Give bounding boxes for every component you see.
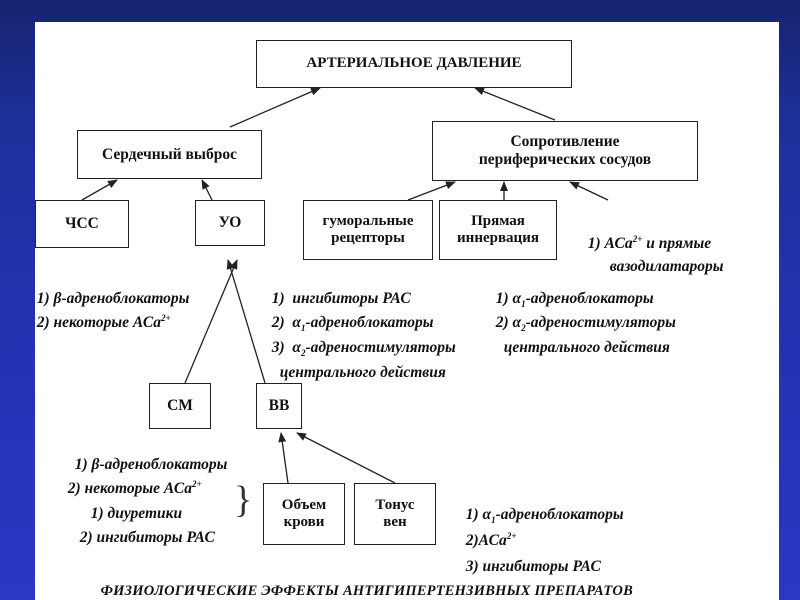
diagram-caption: ФИЗИОЛОГИЧЕСКИЕ ЭФФЕКТЫ АНТИГИПЕРТЕНЗИВН… (100, 583, 633, 599)
bracket-icon: } (234, 479, 253, 521)
venous-return-label: ВВ (268, 397, 290, 415)
stroke-volume-label: УО (218, 214, 242, 232)
humoral-note-3: центрального действия (503, 338, 670, 356)
venous-tone-note-2: 2)АСа2+ (465, 530, 517, 549)
venous-tone-note-1: 1) α1-адреноблокаторы (465, 505, 624, 525)
humoral-receptors-box: гуморальные рецепторы (303, 200, 433, 260)
humoral-receptors-label: гуморальные рецепторы (322, 212, 414, 246)
venous-tone-label: Тонус вен (375, 496, 415, 530)
vasodilator-note-2: вазодилатароры (609, 257, 724, 275)
sv-note-3: 3) α2-адреностимуляторы (271, 338, 456, 358)
cardiac-output-box: Сердечный выброс (77, 130, 262, 179)
venous-return-box: ВВ (256, 383, 302, 429)
blood-volume-box: Объем крови (263, 483, 345, 545)
humoral-note-1: 1) α1-адреноблокаторы (495, 289, 654, 309)
cardiac-contractility-label: СМ (167, 397, 193, 415)
humoral-note-2: 2) α2-адреностимуляторы (495, 313, 676, 333)
arterial-pressure-label: АРТЕРИАЛЬНОЕ ДАВЛЕНИЕ (306, 55, 522, 72)
vv-note-2: 2) ингибиторы РАС (79, 528, 215, 546)
vv-note-1: 1) диуретики (90, 504, 183, 522)
peripheral-resistance-label: Сопротивление периферических сосудов (478, 133, 652, 168)
cm-note-2: 2) некоторые АСа2+ (67, 478, 202, 497)
heart-rate-box: ЧСС (35, 200, 129, 248)
sv-note-1: 1) ингибиторы РАС (271, 289, 411, 307)
arterial-pressure-box: АРТЕРИАЛЬНОЕ ДАВЛЕНИЕ (256, 40, 572, 88)
stroke-volume-box: УО (195, 200, 265, 246)
blood-volume-label: Объем крови (281, 496, 327, 530)
hr-note-1: 1) β-адреноблокаторы (36, 289, 190, 307)
venous-tone-box: Тонус вен (354, 483, 436, 545)
venous-tone-note-3: 3) ингибиторы РАС (465, 557, 601, 575)
sv-note-2: 2) α1-адреноблокаторы (271, 313, 434, 333)
direct-innervation-label: Прямая иннервация (457, 212, 539, 246)
cardiac-contractility-box: СМ (149, 383, 211, 429)
cm-note-1: 1) β-адреноблокаторы (74, 455, 228, 473)
direct-innervation-box: Прямая иннервация (439, 200, 557, 260)
heart-rate-label: ЧСС (65, 215, 99, 233)
peripheral-resistance-box: Сопротивление периферических сосудов (432, 121, 698, 181)
vasodilator-note-1: 1) АСа2+ и прямые (587, 233, 712, 252)
sv-note-4: центрального действия (279, 363, 446, 381)
cardiac-output-label: Сердечный выброс (101, 145, 238, 163)
hr-note-2: 2) некоторые АСа2+ (36, 312, 171, 331)
